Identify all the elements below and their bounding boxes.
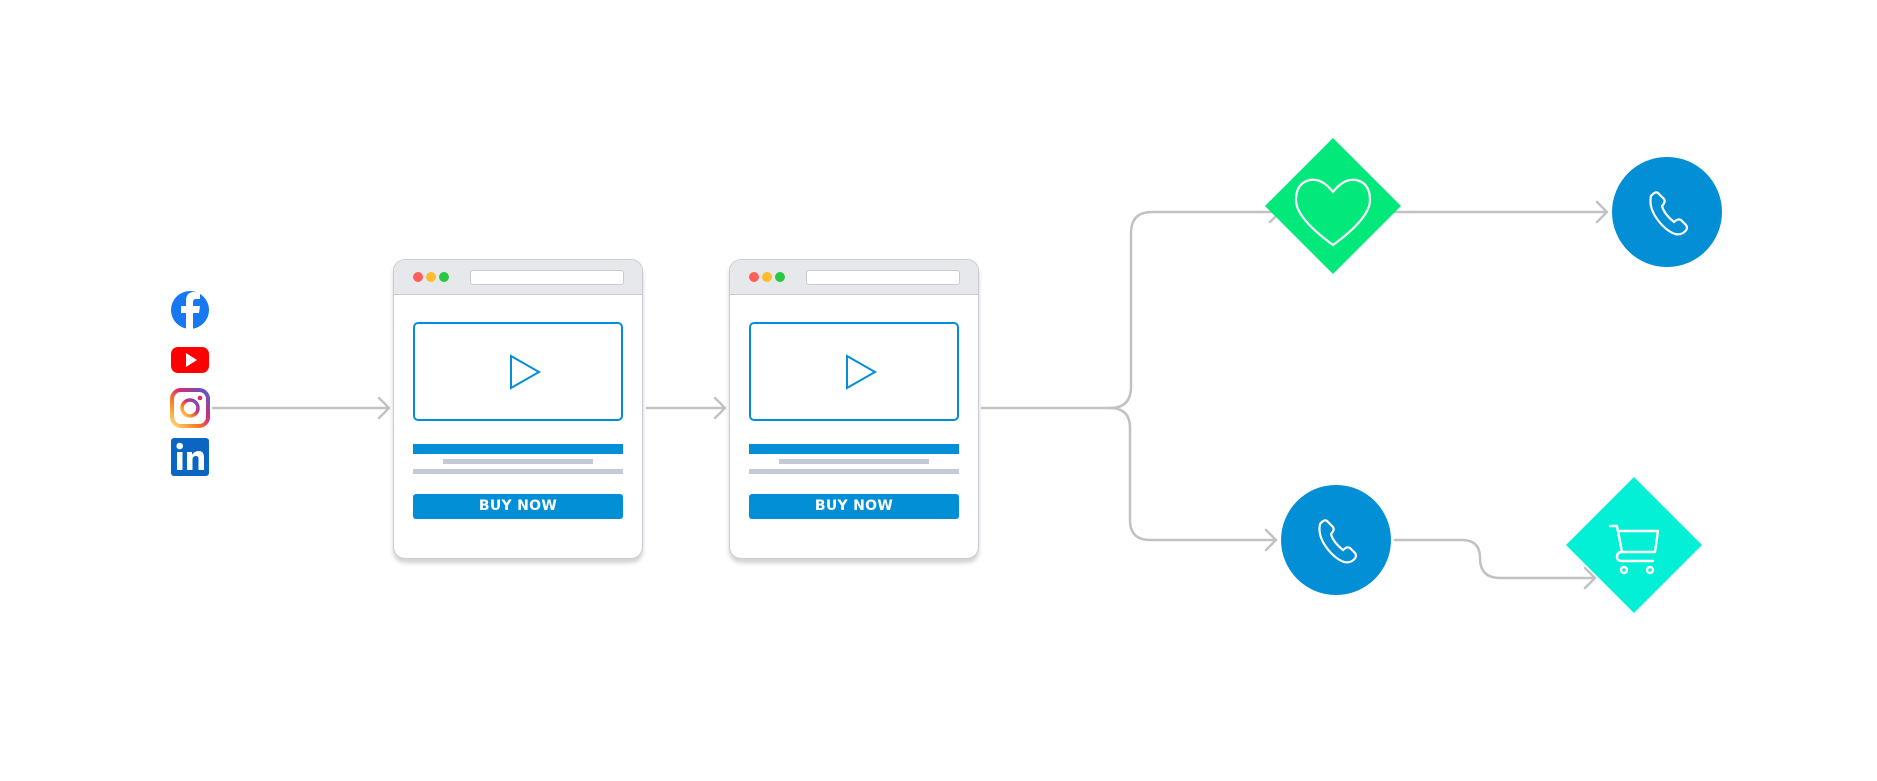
connector-sources-to-page1 [211,396,391,420]
text-line [443,459,593,464]
play-icon [846,354,878,390]
instagram-icon [170,388,210,428]
headline-bar [749,444,959,454]
buy-now-button[interactable]: BUY NOW [749,494,959,519]
maximize-dot [775,272,785,282]
text-line [413,469,623,474]
phone-node-top [1612,157,1722,267]
connector-heart-to-phone [1384,200,1609,224]
youtube-icon [171,347,209,373]
facebook-icon [171,291,209,329]
cart-icon [1608,524,1660,575]
connector-page1-to-page2 [645,396,727,420]
text-line [749,469,959,474]
close-dot [749,272,759,282]
video-placeholder [413,322,623,421]
phone-node-bottom [1281,485,1391,595]
phone-icon [1649,191,1689,236]
text-line [779,459,929,464]
heart-icon [1294,178,1372,247]
browser-titlebar [394,260,642,295]
landing-page-2: BUY NOW [729,259,979,559]
connector-phone-to-cart [1393,538,1597,590]
linkedin-icon [171,438,209,476]
connector-branch-bottom [1108,406,1278,552]
minimize-dot [426,272,436,282]
phone-icon [1318,519,1358,564]
video-placeholder [749,322,959,421]
headline-bar [413,444,623,454]
cart-diamond-node [1566,477,1702,613]
play-icon [510,354,542,390]
landing-page-1: BUY NOW [393,259,643,559]
browser-titlebar [730,260,978,295]
connector-branch-top [980,200,1282,410]
minimize-dot [762,272,772,282]
maximize-dot [439,272,449,282]
address-bar [806,270,960,285]
close-dot [413,272,423,282]
buy-now-button[interactable]: BUY NOW [413,494,623,519]
heart-diamond-node [1265,138,1401,274]
address-bar [470,270,624,285]
